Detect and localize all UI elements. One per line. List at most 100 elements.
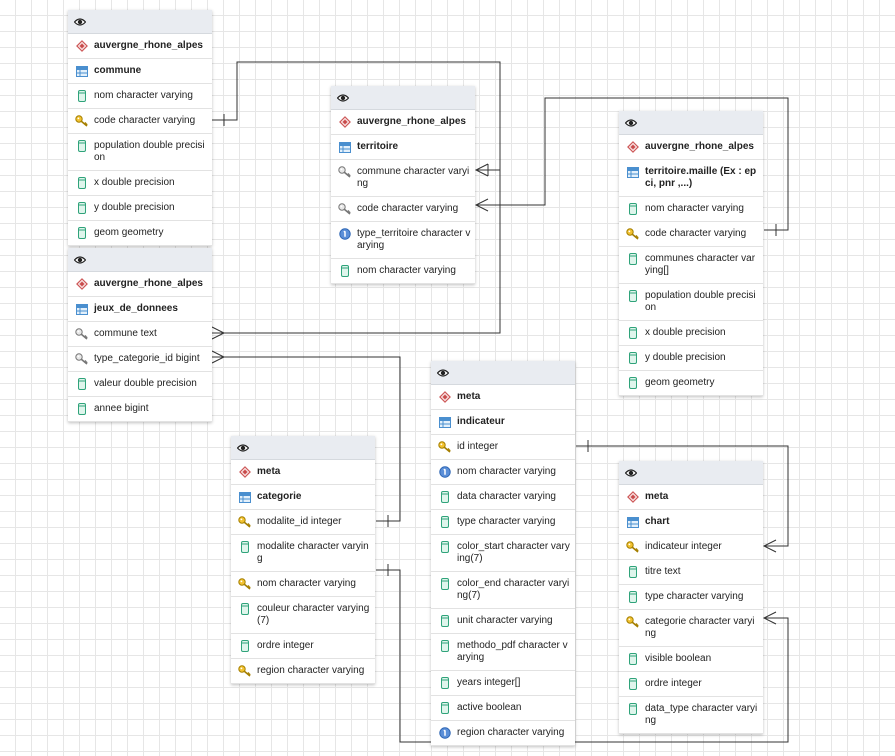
- table-name-row[interactable]: commune: [68, 59, 212, 84]
- column-icon: [625, 253, 641, 265]
- column-row[interactable]: x double precision: [68, 171, 212, 196]
- column-row[interactable]: modalite character varying: [231, 535, 375, 572]
- column-row[interactable]: indicateur integer: [619, 535, 763, 560]
- column-row[interactable]: y double precision: [68, 196, 212, 221]
- table-header[interactable]: [231, 436, 375, 460]
- table-header[interactable]: [331, 86, 475, 110]
- column-row[interactable]: nom character varying: [431, 460, 575, 485]
- column-row[interactable]: type_territoire character varying: [331, 222, 475, 259]
- column-label: y double precision: [645, 352, 726, 363]
- column-row[interactable]: code character varying: [331, 197, 475, 222]
- eye-icon[interactable]: [235, 440, 251, 456]
- table-name-row[interactable]: territoire.maille (Ex : epci, pnr ,...): [619, 160, 763, 197]
- column-row[interactable]: valeur double precision: [68, 372, 212, 397]
- column-icon: [74, 202, 90, 214]
- column-row[interactable]: categorie character varying: [619, 610, 763, 647]
- column-row[interactable]: type_categorie_id bigint: [68, 347, 212, 372]
- table-header[interactable]: [68, 248, 212, 272]
- table-name-row[interactable]: indicateur: [431, 410, 575, 435]
- column-row[interactable]: code character varying: [68, 109, 212, 134]
- column-label: indicateur integer: [645, 541, 722, 552]
- column-row[interactable]: color_start character varying(7): [431, 535, 575, 572]
- column-row[interactable]: geom geometry: [619, 371, 763, 396]
- eye-icon[interactable]: [335, 90, 351, 106]
- column-icon: [74, 403, 90, 415]
- schema-name: auvergne_rhone_alpes: [94, 278, 203, 289]
- column-row[interactable]: y double precision: [619, 346, 763, 371]
- column-row[interactable]: annee bigint: [68, 397, 212, 422]
- column-row[interactable]: geom geometry: [68, 221, 212, 246]
- column-label: type character varying: [457, 516, 556, 527]
- column-row[interactable]: data_type character varying: [619, 697, 763, 734]
- column-label: communes character varying[]: [645, 253, 756, 276]
- table-name: indicateur: [457, 416, 505, 427]
- column-icon: [437, 677, 453, 689]
- column-row[interactable]: nom character varying: [619, 197, 763, 222]
- column-row[interactable]: titre text: [619, 560, 763, 585]
- column-label: commune text: [94, 328, 157, 339]
- column-row[interactable]: id integer: [431, 435, 575, 460]
- column-row[interactable]: commune text: [68, 322, 212, 347]
- eye-icon[interactable]: [623, 465, 639, 481]
- column-row[interactable]: nom character varying: [68, 84, 212, 109]
- table-header[interactable]: [431, 361, 575, 385]
- column-row[interactable]: unit character varying: [431, 609, 575, 634]
- unique-icon: [337, 228, 353, 240]
- column-label: x double precision: [645, 327, 726, 338]
- eye-icon[interactable]: [72, 252, 88, 268]
- primary-key-icon: [625, 541, 641, 553]
- column-row[interactable]: region character varying: [231, 659, 375, 684]
- eye-icon[interactable]: [623, 115, 639, 131]
- column-row[interactable]: population double precision: [619, 284, 763, 321]
- column-label: ordre integer: [645, 678, 702, 689]
- table-header[interactable]: [68, 10, 212, 34]
- column-row[interactable]: x double precision: [619, 321, 763, 346]
- primary-key-icon: [74, 115, 90, 127]
- column-row[interactable]: methodo_pdf character varying: [431, 634, 575, 671]
- column-label: couleur character varying (7): [257, 603, 370, 626]
- column-row[interactable]: commune character varying: [331, 160, 475, 197]
- column-row[interactable]: color_end character varying(7): [431, 572, 575, 609]
- column-row[interactable]: modalite_id integer: [231, 510, 375, 535]
- primary-key-icon: [237, 665, 253, 677]
- column-row[interactable]: region character varying: [431, 721, 575, 746]
- table-name-row[interactable]: jeux_de_donnees: [68, 297, 212, 322]
- column-row[interactable]: population double precision: [68, 134, 212, 171]
- column-row[interactable]: code character varying: [619, 222, 763, 247]
- column-icon: [437, 640, 453, 652]
- table-name-row[interactable]: chart: [619, 510, 763, 535]
- column-label: population double precision: [94, 140, 205, 163]
- table-icon: [237, 491, 253, 503]
- table-name-row[interactable]: territoire: [331, 135, 475, 160]
- column-icon: [437, 702, 453, 714]
- table-header[interactable]: [619, 111, 763, 135]
- column-row[interactable]: nom character varying: [331, 259, 475, 284]
- schema-row: meta: [231, 460, 375, 485]
- column-row[interactable]: years integer[]: [431, 671, 575, 696]
- column-row[interactable]: nom character varying: [231, 572, 375, 597]
- column-label: nom character varying: [94, 90, 193, 101]
- eye-icon[interactable]: [72, 14, 88, 30]
- column-row[interactable]: type character varying: [431, 510, 575, 535]
- column-row[interactable]: ordre integer: [619, 672, 763, 697]
- column-row[interactable]: communes character varying[]: [619, 247, 763, 284]
- column-row[interactable]: visible boolean: [619, 647, 763, 672]
- table-name: territoire: [357, 141, 399, 152]
- column-row[interactable]: active boolean: [431, 696, 575, 721]
- eye-icon[interactable]: [435, 365, 451, 381]
- column-row[interactable]: type character varying: [619, 585, 763, 610]
- column-row[interactable]: data character varying: [431, 485, 575, 510]
- schema-icon: [74, 40, 90, 52]
- table-header[interactable]: [619, 461, 763, 485]
- column-row[interactable]: ordre integer: [231, 634, 375, 659]
- table-name-row[interactable]: categorie: [231, 485, 375, 510]
- column-label: type character varying: [645, 591, 744, 602]
- column-row[interactable]: couleur character varying (7): [231, 597, 375, 634]
